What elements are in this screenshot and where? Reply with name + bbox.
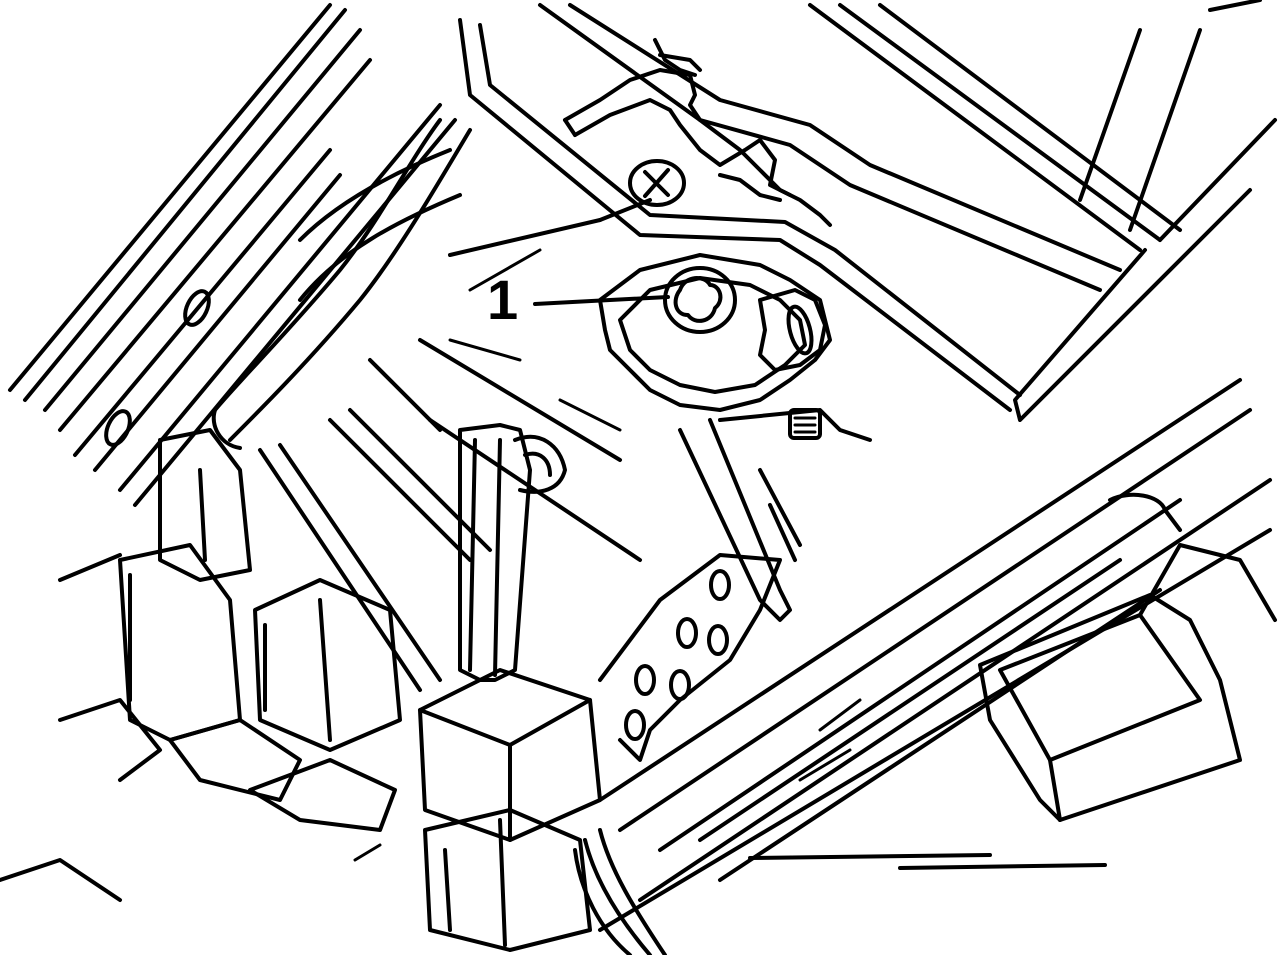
frame-hole — [183, 289, 211, 327]
right-frame-rail — [598, 378, 1272, 932]
latch-mechanism — [563, 38, 832, 227]
callout-label-1: 1 — [487, 268, 519, 331]
callout-leader-line — [533, 295, 670, 306]
vertical-rod — [458, 423, 567, 682]
lever-arm — [678, 408, 872, 622]
upper-bracket — [458, 0, 1277, 422]
detail-strokes — [353, 248, 862, 862]
mounting-plate — [598, 253, 832, 412]
frame-hole — [104, 409, 132, 447]
perforated-plate — [598, 553, 782, 762]
upper-screw — [628, 159, 686, 207]
cable-bundle — [573, 828, 667, 955]
relay-cube — [418, 668, 602, 952]
relay-block — [0, 428, 402, 902]
underline-strokes — [748, 853, 1107, 870]
left-frame-rail — [8, 3, 457, 507]
diagonal-struts — [258, 338, 642, 692]
screw — [663, 266, 737, 334]
lower-right-block — [978, 543, 1277, 822]
